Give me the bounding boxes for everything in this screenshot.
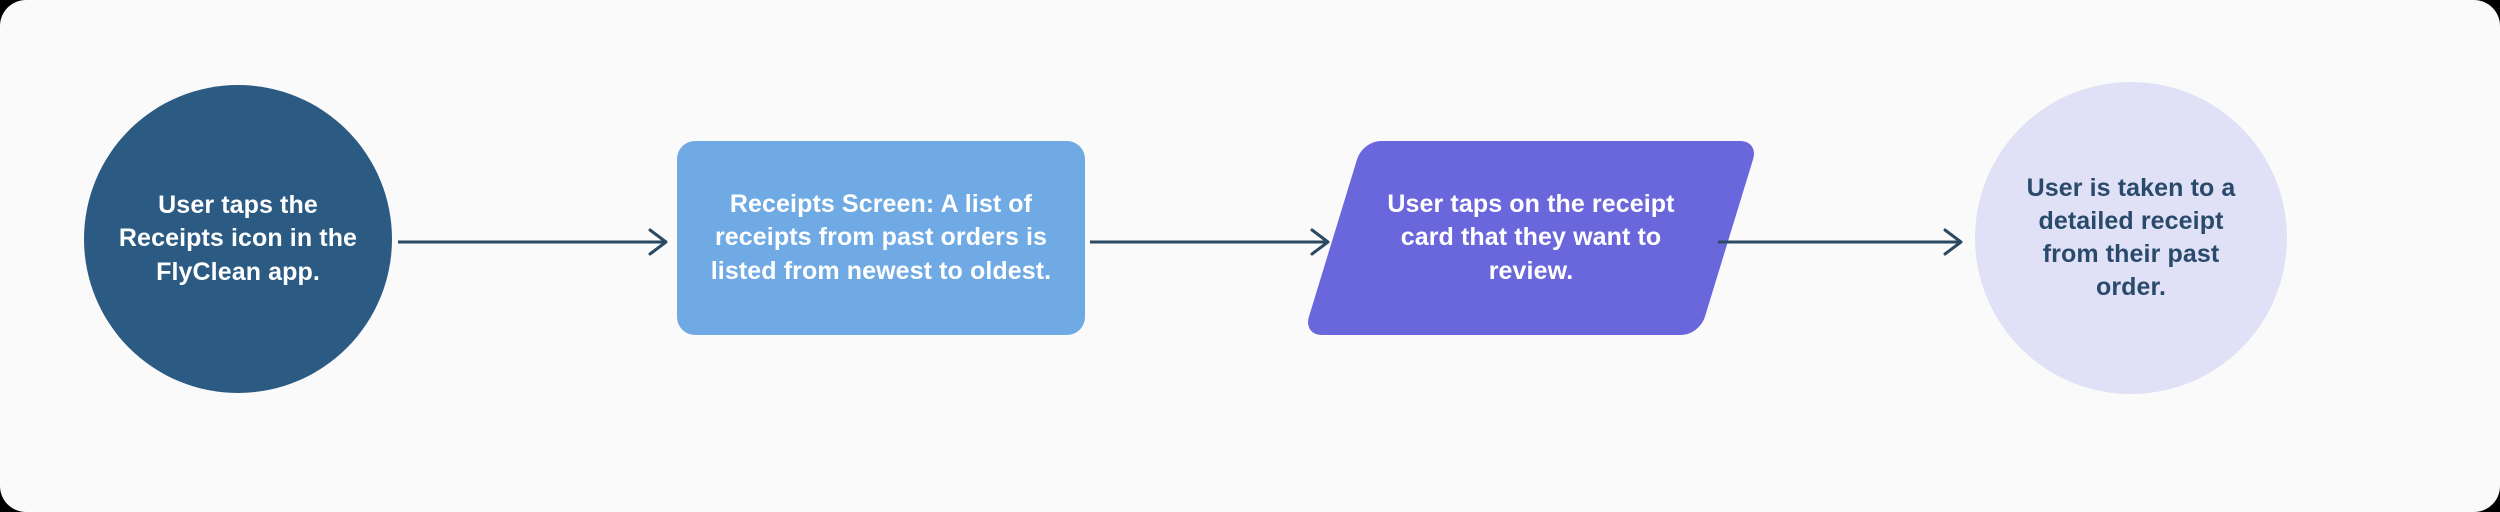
flow-node-tap-receipt-label: User taps on the receipt card that they …: [1387, 190, 1675, 285]
flow-node-start[interactable]: User taps the Receipts icon in the FlyCl…: [84, 85, 392, 393]
flow-node-detail-receipt[interactable]: User is taken to a detailed receipt from…: [1975, 82, 2287, 394]
flow-node-tap-receipt[interactable]: User taps on the receipt card that they …: [1303, 141, 1759, 335]
flow-connector-start-to-receipts-screen: [398, 215, 678, 269]
flow-connector-tap-receipt-to-detail-receipt: [1718, 215, 1973, 269]
flow-node-receipts-screen-label: Receipts Screen: A list of receipts from…: [710, 190, 1052, 285]
flow-node-receipts-screen[interactable]: Receipts Screen: A list of receipts from…: [677, 141, 1085, 335]
arrow-right-icon: [1090, 228, 1330, 256]
flow-node-start-label: User taps the Receipts icon in the FlyCl…: [118, 191, 358, 286]
arrow-right-icon: [398, 228, 668, 256]
flow-node-detail-receipt-label: User is taken to a detailed receipt from…: [2026, 173, 2236, 302]
flow-connector-receipts-screen-to-tap-receipt: [1090, 215, 1340, 269]
arrow-right-icon: [1718, 228, 1963, 256]
